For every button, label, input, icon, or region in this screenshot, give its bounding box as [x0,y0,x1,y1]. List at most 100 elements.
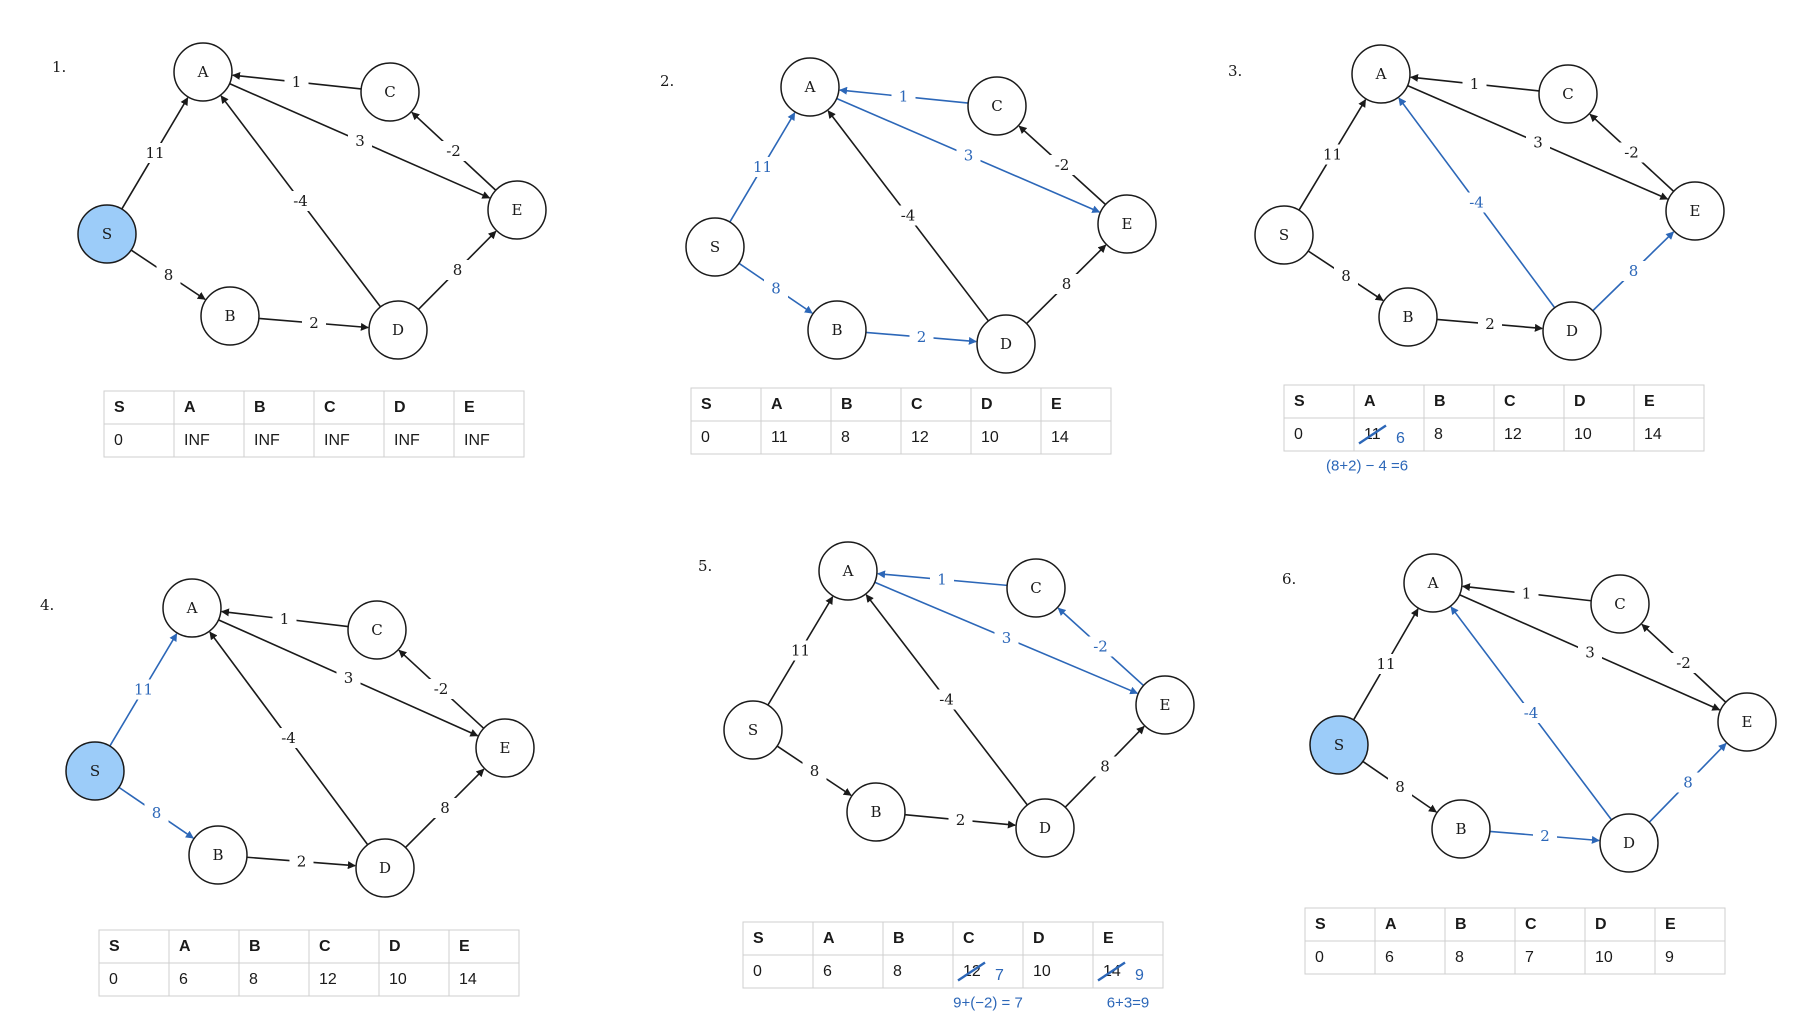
edge-weight-bg [144,803,169,823]
node-label: A [1375,65,1387,83]
node-label: A [186,599,198,617]
table-header-cell: A [179,938,191,955]
node-s [685,217,745,277]
edge-weight-label: 3 [355,132,365,150]
edge-weight-bg [750,157,775,177]
edge-weight-bg [934,689,959,710]
table-value-cell: 0 [701,429,710,446]
edge-weight-bg [336,668,361,688]
node-a [818,541,878,601]
edge-weight-bg [788,640,813,661]
node-label: A [842,562,854,580]
table-value-cell: 14 [1644,426,1662,443]
edge-weight-bg [1533,826,1557,846]
edge-weight-bg [1050,155,1074,175]
table-header-cell: B [249,938,261,955]
node-d [976,314,1036,374]
edge-weight-label: 1 [1522,585,1532,603]
node-label: E [1690,202,1701,220]
node-b [1431,799,1491,859]
node-label: B [212,846,223,864]
node-label: B [1402,308,1413,326]
edge-weight-label: 11 [753,158,772,176]
table-header-cell: C [1504,393,1516,410]
node-label: C [1030,579,1041,597]
edge-weight-bg [441,141,466,161]
node-c [360,62,420,122]
panel-number: 2. [660,72,674,90]
edge-weight-label: 8 [152,804,162,822]
edge-weight-bg [764,278,788,299]
table-header-cell: D [389,938,401,955]
table-header-cell: C [324,399,336,416]
table-header-cell: S [1315,916,1326,933]
node-d [355,838,415,898]
strike-mark [1358,424,1387,445]
edge-weight-label: 8 [1395,778,1405,796]
table-value-cell: 10 [389,971,407,988]
table-value-cell: 12 [319,971,337,988]
node-c [1006,558,1066,618]
table-value-cell: 12 [1504,426,1522,443]
edge-weight-label: 1 [937,571,947,589]
node-b [1378,287,1438,347]
edge-weight-bg [1093,756,1117,777]
table-header-cell: C [911,396,923,413]
edge-weight-bg [994,628,1019,648]
node-label: D [1039,819,1051,837]
edge-weight-label: 8 [1062,275,1072,293]
edge-weight-label: 8 [1341,267,1351,285]
edge-weight-bg [1526,132,1550,153]
node-label: A [1427,574,1439,592]
edge-weight-label: -4 [1524,704,1539,722]
distance-table: SABCDE068121014799+(−2) = 76+3=9 [742,921,1164,1012]
panel-number: 1. [52,58,66,76]
edge-weight-label: -4 [1469,194,1484,212]
table-value-cell: 9 [1665,949,1674,966]
edge-weight-label: 2 [1485,315,1495,333]
table-header-cell: E [464,399,475,416]
table-header-cell: C [1525,916,1537,933]
edge-weight-bg [930,569,954,590]
table-header-cell: B [1455,916,1467,933]
table-value-cell: 7 [1525,949,1534,966]
node-label: A [804,78,816,96]
node-c [1590,574,1650,634]
edge-weight-label: 11 [791,642,810,660]
edge-weight-bg [156,265,181,285]
node-a [1351,44,1411,104]
node-b [188,825,248,885]
node-s [65,741,125,801]
updated-value: 9 [1135,967,1144,984]
distance-table: SABCDE01181210146(8+2) − 4 =6 [1283,384,1705,475]
table-value-cell: INF [464,432,490,449]
edge-weight-label: 3 [1585,644,1595,662]
calculation-note: 6+3=9 [1107,995,1150,1012]
node-e [1717,692,1777,752]
node-label: E [512,201,523,219]
edge-weight-label: -2 [446,142,461,160]
edge-weight-label: 2 [1540,827,1550,845]
edge-weight-label: -2 [1624,144,1639,162]
edge-weight-label: 8 [810,762,820,780]
table-value-cell: 12 [911,429,929,446]
panel-number: 6. [1282,570,1296,588]
node-a [1403,553,1463,613]
table-header-cell: E [1644,393,1655,410]
table-header-cell: E [1103,930,1114,947]
edge-weight-bg [348,131,372,151]
table-header-cell: S [1294,393,1305,410]
table-header-cell: D [1033,930,1045,947]
table-value-cell: 8 [841,429,850,446]
edge-weight-bg [1478,314,1502,334]
node-label: E [500,739,511,757]
edge-weight-bg [1619,142,1644,163]
edge-weight-bg [1519,703,1543,723]
node-label: C [384,83,395,101]
edge-weight-label: 8 [1100,758,1110,776]
